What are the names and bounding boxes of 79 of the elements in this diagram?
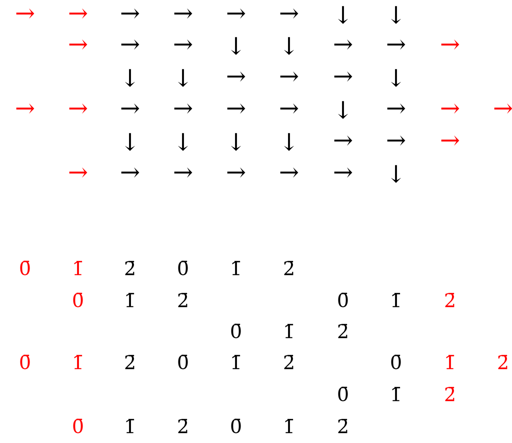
- arrow-symbol: ↓: [391, 6, 401, 24]
- arrow-symbol: →: [387, 104, 406, 114]
- barred-digit: 0̄: [178, 354, 188, 370]
- arrow-symbol: →: [280, 104, 298, 114]
- arrow-symbol: →: [227, 168, 246, 178]
- arrow-symbol: →: [121, 40, 140, 50]
- barred-digit: 0̄: [20, 354, 30, 370]
- barred-digit: 1̄: [285, 418, 294, 434]
- barred-digit: 0̄: [178, 260, 188, 276]
- arrow-symbol: ↓: [178, 133, 188, 151]
- arrow-symbol: →: [69, 40, 88, 50]
- arrow-symbol: →: [174, 104, 192, 114]
- arrow-symbol: →: [227, 104, 246, 114]
- barred-digit: 2̄: [125, 354, 134, 370]
- arrow-symbol: ↓: [125, 69, 135, 87]
- arrow-symbol: ↓: [231, 133, 241, 151]
- arrow-symbol: ↓: [231, 37, 241, 55]
- arrow-symbol: ↓: [284, 37, 294, 55]
- barred-digit: 1̄: [74, 260, 82, 276]
- barred-digit: 2̄: [125, 260, 134, 276]
- barred-digit: 2̄: [338, 324, 348, 338]
- arrow-symbol: ↓: [125, 133, 135, 151]
- arrow-symbol: →: [334, 168, 352, 178]
- barred-digit: 0̄: [231, 418, 241, 434]
- barred-digit: 1̄: [232, 354, 240, 370]
- barred-digit: 2̄: [178, 418, 188, 434]
- barred-digit: 2̄: [498, 354, 508, 370]
- barred-digit: 0̄: [391, 354, 401, 370]
- arrow-symbol: →: [121, 168, 140, 178]
- barred-digit: 1̄: [126, 292, 134, 308]
- barred-digit: 0̄: [338, 292, 348, 308]
- arrow-symbol: →: [227, 8, 246, 18]
- arrow-symbol: →: [334, 136, 352, 146]
- barred-digit: 2̄: [445, 292, 454, 308]
- arrow-symbol: →: [387, 40, 406, 50]
- arrow-symbol: →: [280, 8, 298, 18]
- arrow-symbol: →: [280, 168, 298, 178]
- arrow-symbol: →: [441, 104, 460, 114]
- barred-digit: 1̄: [126, 418, 134, 434]
- barred-digit: 0̄: [73, 292, 83, 308]
- barred-digit: 1̄: [285, 324, 294, 338]
- arrow-symbol: →: [334, 72, 352, 82]
- barred-digit: 2̄: [445, 386, 454, 402]
- arrow-symbol: →: [174, 40, 192, 50]
- arrow-symbol: ↓: [284, 133, 294, 151]
- barred-digit: 1̄: [446, 354, 454, 370]
- barred-digit: 1̄: [74, 354, 82, 370]
- barred-digit: 1̄: [392, 292, 400, 308]
- barred-digit: 0̄: [73, 418, 83, 434]
- arrow-symbol: →: [280, 72, 298, 82]
- barred-digit: 0̄: [338, 386, 348, 402]
- barred-digit: 2̄: [178, 292, 188, 308]
- arrow-symbol: ↓: [338, 6, 348, 24]
- barred-digit: 2̄: [284, 354, 294, 370]
- arrow-symbol: →: [441, 136, 460, 146]
- barred-digit: 2̄: [338, 418, 348, 434]
- barred-digit: 1̄: [232, 260, 240, 276]
- arrow-symbol: ↓: [178, 69, 188, 87]
- arrow-symbol: ↓: [391, 165, 401, 183]
- arrow-symbol: →: [387, 136, 406, 146]
- arrow-symbol: →: [121, 104, 140, 114]
- arrow-symbol: →: [334, 40, 352, 50]
- arrow-symbol: →: [174, 168, 192, 178]
- arrow-symbol: →: [16, 8, 34, 18]
- arrow-symbol: →: [174, 8, 192, 18]
- arrow-symbol: →: [69, 168, 88, 178]
- barred-digit: 1̄: [392, 386, 400, 402]
- barred-digit: 0̄: [231, 324, 241, 338]
- barred-digit: 2̄: [284, 260, 294, 276]
- barred-digit: 0̄: [20, 260, 30, 276]
- arrow-symbol: →: [227, 72, 246, 82]
- arrow-symbol: →: [121, 8, 140, 18]
- arrow-symbol: →: [69, 8, 88, 18]
- arrow-symbol: →: [16, 104, 34, 114]
- arrow-symbol: →: [441, 40, 460, 50]
- arrow-symbol: ↓: [338, 101, 348, 119]
- arrow-symbol: →: [494, 104, 512, 114]
- arrow-symbol: ↓: [391, 69, 401, 87]
- arrow-symbol: →: [69, 104, 88, 114]
